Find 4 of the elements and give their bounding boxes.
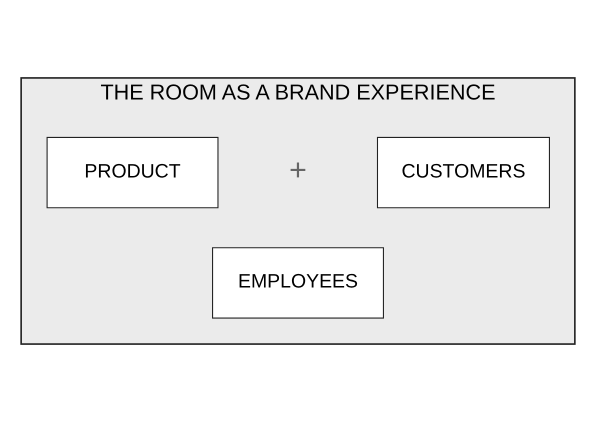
node-box: PRODUCT [46, 136, 218, 208]
node-box: EMPLOYEES [212, 247, 384, 319]
label: + [289, 154, 307, 188]
node-box: CUSTOMERS [376, 136, 550, 208]
